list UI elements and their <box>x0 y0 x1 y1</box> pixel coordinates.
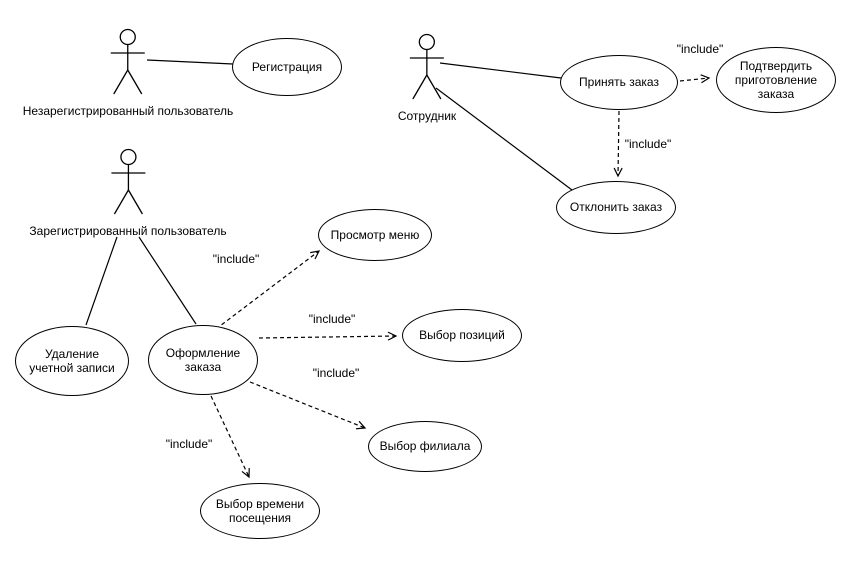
usecase-label: Отклонить заказ <box>569 200 663 215</box>
actor-label: Сотрудник <box>397 109 457 123</box>
include-label: "include" <box>675 42 725 56</box>
usecase-label: Принять заказ <box>579 75 659 90</box>
edge-include-place-order-view-menu <box>215 250 321 330</box>
edge-employee-accept-order <box>439 62 562 79</box>
usecase-reject-order: Отклонить заказ <box>556 181 676 234</box>
stick-figure-icon <box>409 33 444 100</box>
include-label: "include" <box>164 437 214 451</box>
usecase-label: Регистрация <box>251 59 323 74</box>
edge-include-accept-confirm <box>679 74 711 84</box>
usecase-confirm-preparation: Подтвердить приготовление заказа <box>716 47 836 113</box>
include-label: "include" <box>307 312 357 326</box>
usecase-select-branch: Выбор филиала <box>368 421 482 472</box>
actor-label: Незарегистрированный пользователь <box>22 104 234 118</box>
usecase-delete-account: Удаление учетной записи <box>15 326 129 396</box>
actor-label: Зарегистрированный пользователь <box>29 224 227 238</box>
edge-unregistered-registration <box>146 59 234 65</box>
edge-include-place-order-select-branch <box>249 381 367 430</box>
include-label: "include" <box>623 137 673 151</box>
usecase-registration: Регистрация <box>232 38 342 96</box>
usecase-select-visit-time: Выбор времени посещения <box>200 483 320 539</box>
usecase-label: Выбор времени посещения <box>215 496 305 525</box>
actor-employee: Сотрудник <box>398 33 456 123</box>
stick-figure-icon <box>111 148 145 215</box>
edge-registered-delete-account <box>85 236 118 326</box>
include-label: "include" <box>211 252 261 266</box>
usecase-select-items: Выбор позиций <box>402 309 522 362</box>
usecase-accept-order: Принять заказ <box>560 55 678 110</box>
include-label: "include" <box>311 366 361 380</box>
usecase-label: Удаление учетной записи <box>29 346 115 375</box>
usecase-view-menu: Просмотр меню <box>318 209 432 261</box>
usecase-label: Выбор филиала <box>379 439 471 454</box>
edge-employee-reject-order <box>435 87 573 191</box>
stick-figure-icon <box>110 28 145 95</box>
usecase-label: Оформление заказа <box>165 345 241 374</box>
edge-include-accept-reject <box>613 110 623 178</box>
edge-registered-place-order <box>138 236 197 325</box>
usecase-label: Просмотр меню <box>330 227 420 242</box>
edge-include-place-order-select-items <box>258 331 398 341</box>
actor-registered-user: Зарегистрированный пользователь <box>29 148 227 238</box>
usecase-label: Выбор позиций <box>419 328 505 343</box>
usecase-label: Подтвердить приготовление заказа <box>734 58 818 102</box>
actor-unregistered-user: Незарегистрированный пользователь <box>23 28 233 118</box>
usecase-place-order: Оформление заказа <box>148 325 258 395</box>
edge-include-place-order-visit-time <box>210 395 250 479</box>
